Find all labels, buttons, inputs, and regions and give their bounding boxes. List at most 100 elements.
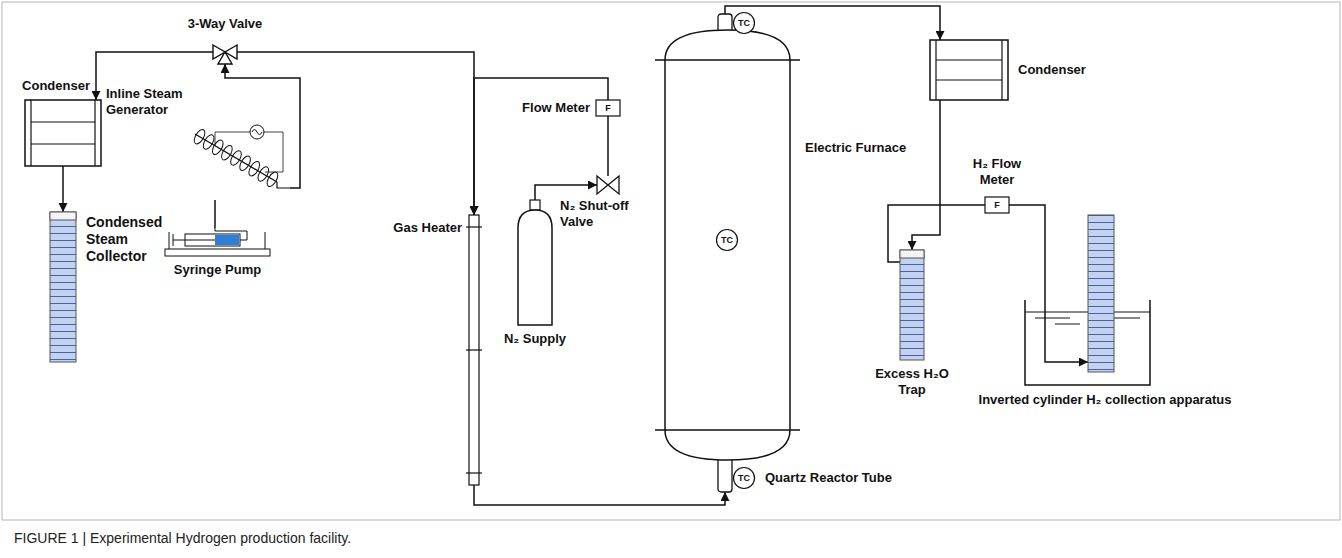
condenser-wall <box>94 100 95 166</box>
reactor-tube <box>718 14 732 492</box>
condenser-wall <box>1001 40 1002 100</box>
figure-frame <box>2 2 1340 520</box>
equipment-column: Condensed Steam Collector <box>50 212 76 362</box>
thermocouple <box>734 13 755 34</box>
symbol-letter: F <box>596 100 620 116</box>
pipe-connector <box>62 166 64 212</box>
equipment-bottle: N₂ Supply <box>518 200 552 325</box>
equipment-pump: Syringe Pump <box>165 228 270 256</box>
equipment-label: Condenser <box>1018 62 1118 78</box>
condenser-body <box>930 40 1008 100</box>
symbol <box>50 212 76 362</box>
equipment-label: Inline Steam Generator <box>106 86 216 117</box>
condenser-body <box>25 100 101 166</box>
coil-turn <box>201 133 216 151</box>
equipment-column: Excess H₂O Trap <box>900 250 924 360</box>
inverted-cylinder <box>1088 215 1114 372</box>
equipment-label: Syringe Pump <box>160 262 275 278</box>
flow-meter-body <box>985 197 1009 213</box>
furnace-flange <box>655 59 800 61</box>
water-ripple <box>1035 318 1070 319</box>
symbol <box>518 200 552 325</box>
condenser-wall <box>30 100 31 166</box>
equipment-valve3: 3-Way Valve <box>213 40 237 64</box>
pipe-connector <box>225 64 300 188</box>
power-symbol <box>252 130 262 135</box>
heater-band <box>466 472 482 473</box>
thermocouple <box>734 468 755 489</box>
pipe-connector <box>1009 205 1088 362</box>
equipment-label: N₂ Supply <box>490 331 580 347</box>
equipment-label: Condenser <box>6 78 90 94</box>
heater-band <box>466 349 482 350</box>
equipment-label: Gas Heater <box>372 220 462 236</box>
coil-axis <box>195 134 277 182</box>
equipment-meter: H₂ Flow MeterF <box>985 197 1009 213</box>
symbol <box>597 176 619 194</box>
column-cap <box>50 212 76 220</box>
power-source <box>250 125 264 139</box>
equipment-coil: Inline Steam Generator <box>185 122 290 200</box>
cylinder-neck <box>530 200 540 210</box>
pipe-connector <box>912 100 940 250</box>
equipment-label: Electric Furnace <box>805 140 930 156</box>
thermocouple <box>717 230 738 251</box>
shutoff-valve <box>597 176 619 194</box>
symbol-letter: TC <box>733 12 755 34</box>
equipment-label: Quartz Reactor Tube <box>765 470 935 486</box>
equipment-meter: Flow MeterF <box>596 100 620 116</box>
equipment-label: H₂ Flow Meter <box>955 156 1039 187</box>
heater-band <box>466 226 482 227</box>
condenser-plate <box>936 59 1002 60</box>
coil-turn <box>265 170 280 188</box>
equipment-condenser: Condenser <box>25 100 101 166</box>
pipe-connector <box>214 200 216 228</box>
symbol <box>900 250 924 360</box>
condenser-plate <box>31 121 95 122</box>
equipment-tc: TC <box>716 229 738 251</box>
pipe-connector <box>237 52 474 215</box>
equipment-label: Inverted cylinder H₂ collection apparatu… <box>960 392 1250 408</box>
condenser-wall <box>935 40 936 100</box>
water-ripple <box>1055 324 1080 325</box>
equipment-label: Condensed Steam Collector <box>86 214 166 264</box>
symbol <box>213 40 237 64</box>
symbol-letter: TC <box>733 467 755 489</box>
coil-turn <box>238 154 253 172</box>
pipe-connector <box>474 485 725 505</box>
pipe-connector <box>888 205 985 262</box>
coil-turn <box>229 149 244 167</box>
valve-body <box>213 45 237 64</box>
equipment-label: N₂ Shut-off Valve <box>560 198 655 229</box>
pipe-connector <box>535 185 597 200</box>
equipment-invcyl: Inverted cylinder H₂ collection apparatu… <box>1088 215 1114 372</box>
syringe-fluid <box>215 235 239 245</box>
condenser-plate <box>936 79 1002 80</box>
coil-turn <box>192 128 207 146</box>
coil-turn <box>247 160 262 178</box>
graduated-column <box>50 212 76 362</box>
equipment-label: Flow Meter <box>496 100 590 116</box>
column-cap <box>900 250 924 258</box>
equipment-tc: TC <box>733 12 755 34</box>
furnace-shell <box>665 30 790 460</box>
condenser-plate <box>31 143 95 144</box>
pump-base <box>165 249 270 256</box>
equipment-label: Excess H₂O Trap <box>867 366 957 397</box>
symbol <box>1088 215 1114 372</box>
equipment-label: 3-Way Valve <box>175 16 275 32</box>
symbol <box>165 228 270 256</box>
symbol <box>930 40 1008 100</box>
pipe-connector <box>474 78 608 215</box>
equipment-heater: Gas Heater <box>469 215 479 485</box>
symbol-letter: F <box>985 197 1009 213</box>
figure-caption: FIGURE 1 | Experimental Hydrogen product… <box>14 530 351 546</box>
symbol <box>25 100 101 166</box>
coil-outlet <box>277 182 290 188</box>
equipment-bowtie: N₂ Shut-off Valve <box>597 176 619 194</box>
coil-turn <box>256 165 271 183</box>
symbol <box>185 122 290 200</box>
equipment-tc: TC <box>733 467 755 489</box>
symbol <box>469 215 479 485</box>
coil-turn <box>219 144 234 162</box>
